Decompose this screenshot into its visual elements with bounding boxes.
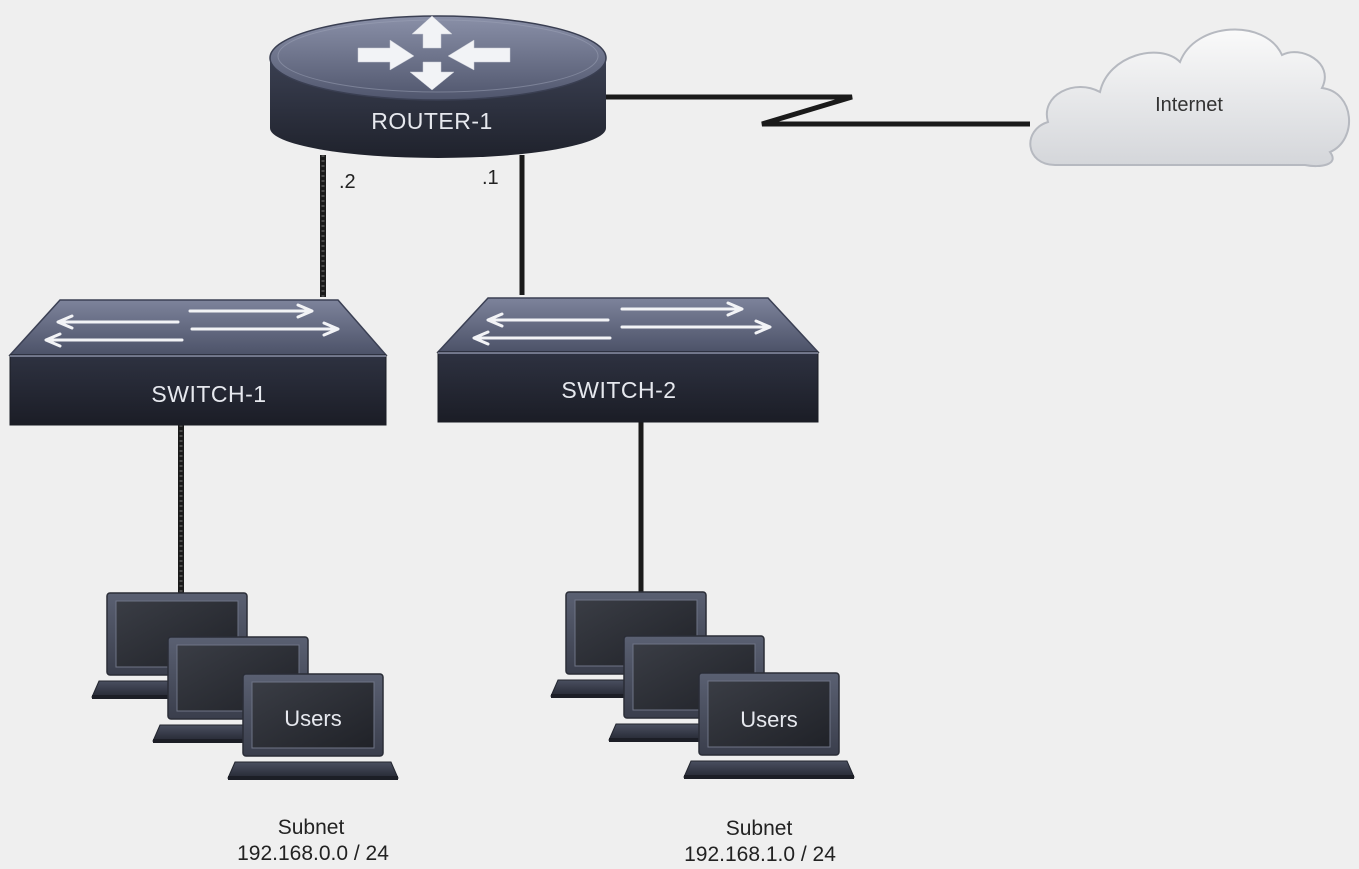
- router-icon: ROUTER-1: [269, 15, 607, 158]
- cables: [178, 94, 1030, 593]
- subnet-address-1: 192.168.0.0 / 24: [237, 842, 389, 865]
- switch-icon: SWITCH-2: [436, 297, 820, 423]
- subnet-title-1: Subnet: [278, 816, 345, 839]
- router-label: ROUTER-1: [371, 108, 493, 134]
- switch-icon: SWITCH-1: [8, 299, 388, 426]
- port-label-switch-1: .2: [339, 171, 356, 193]
- subnet-title-2: Subnet: [726, 817, 793, 840]
- cloud-icon: Internet: [1029, 28, 1351, 168]
- users-label-2: Users: [740, 707, 797, 732]
- users-label-1: Users: [284, 706, 341, 731]
- port-label-switch-2: .1: [482, 167, 499, 189]
- switch-1-label: SWITCH-1: [151, 381, 266, 407]
- subnet-address-2: 192.168.1.0 / 24: [684, 843, 836, 866]
- internet-label: Internet: [1155, 94, 1223, 116]
- switch-2-label: SWITCH-2: [561, 377, 676, 403]
- user-group-1: Users: [91, 592, 399, 781]
- cable-wan-internet: [598, 94, 1030, 127]
- user-group-2: Users: [550, 591, 855, 780]
